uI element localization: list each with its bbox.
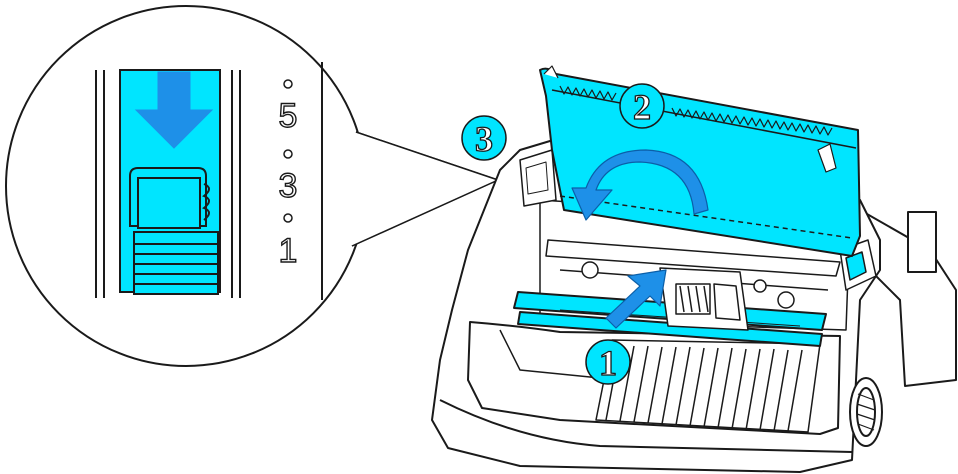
front-paper-guide bbox=[596, 340, 820, 432]
lever-knob bbox=[130, 168, 218, 294]
svg-text:3: 3 bbox=[475, 119, 493, 159]
callout-2: 2 bbox=[620, 84, 664, 128]
printer bbox=[432, 66, 956, 472]
lever-scale: 5 3 1 bbox=[279, 80, 298, 270]
svg-text:2: 2 bbox=[633, 87, 651, 127]
scale-label-1: 1 bbox=[279, 232, 298, 270]
callout-1: 1 bbox=[586, 340, 630, 384]
magnified-lever-detail: 5 3 1 bbox=[6, 6, 498, 366]
scale-label-5: 5 bbox=[279, 97, 298, 135]
svg-text:1: 1 bbox=[599, 343, 617, 383]
scale-label-3: 3 bbox=[279, 167, 298, 205]
callout-3: 3 bbox=[462, 116, 506, 160]
